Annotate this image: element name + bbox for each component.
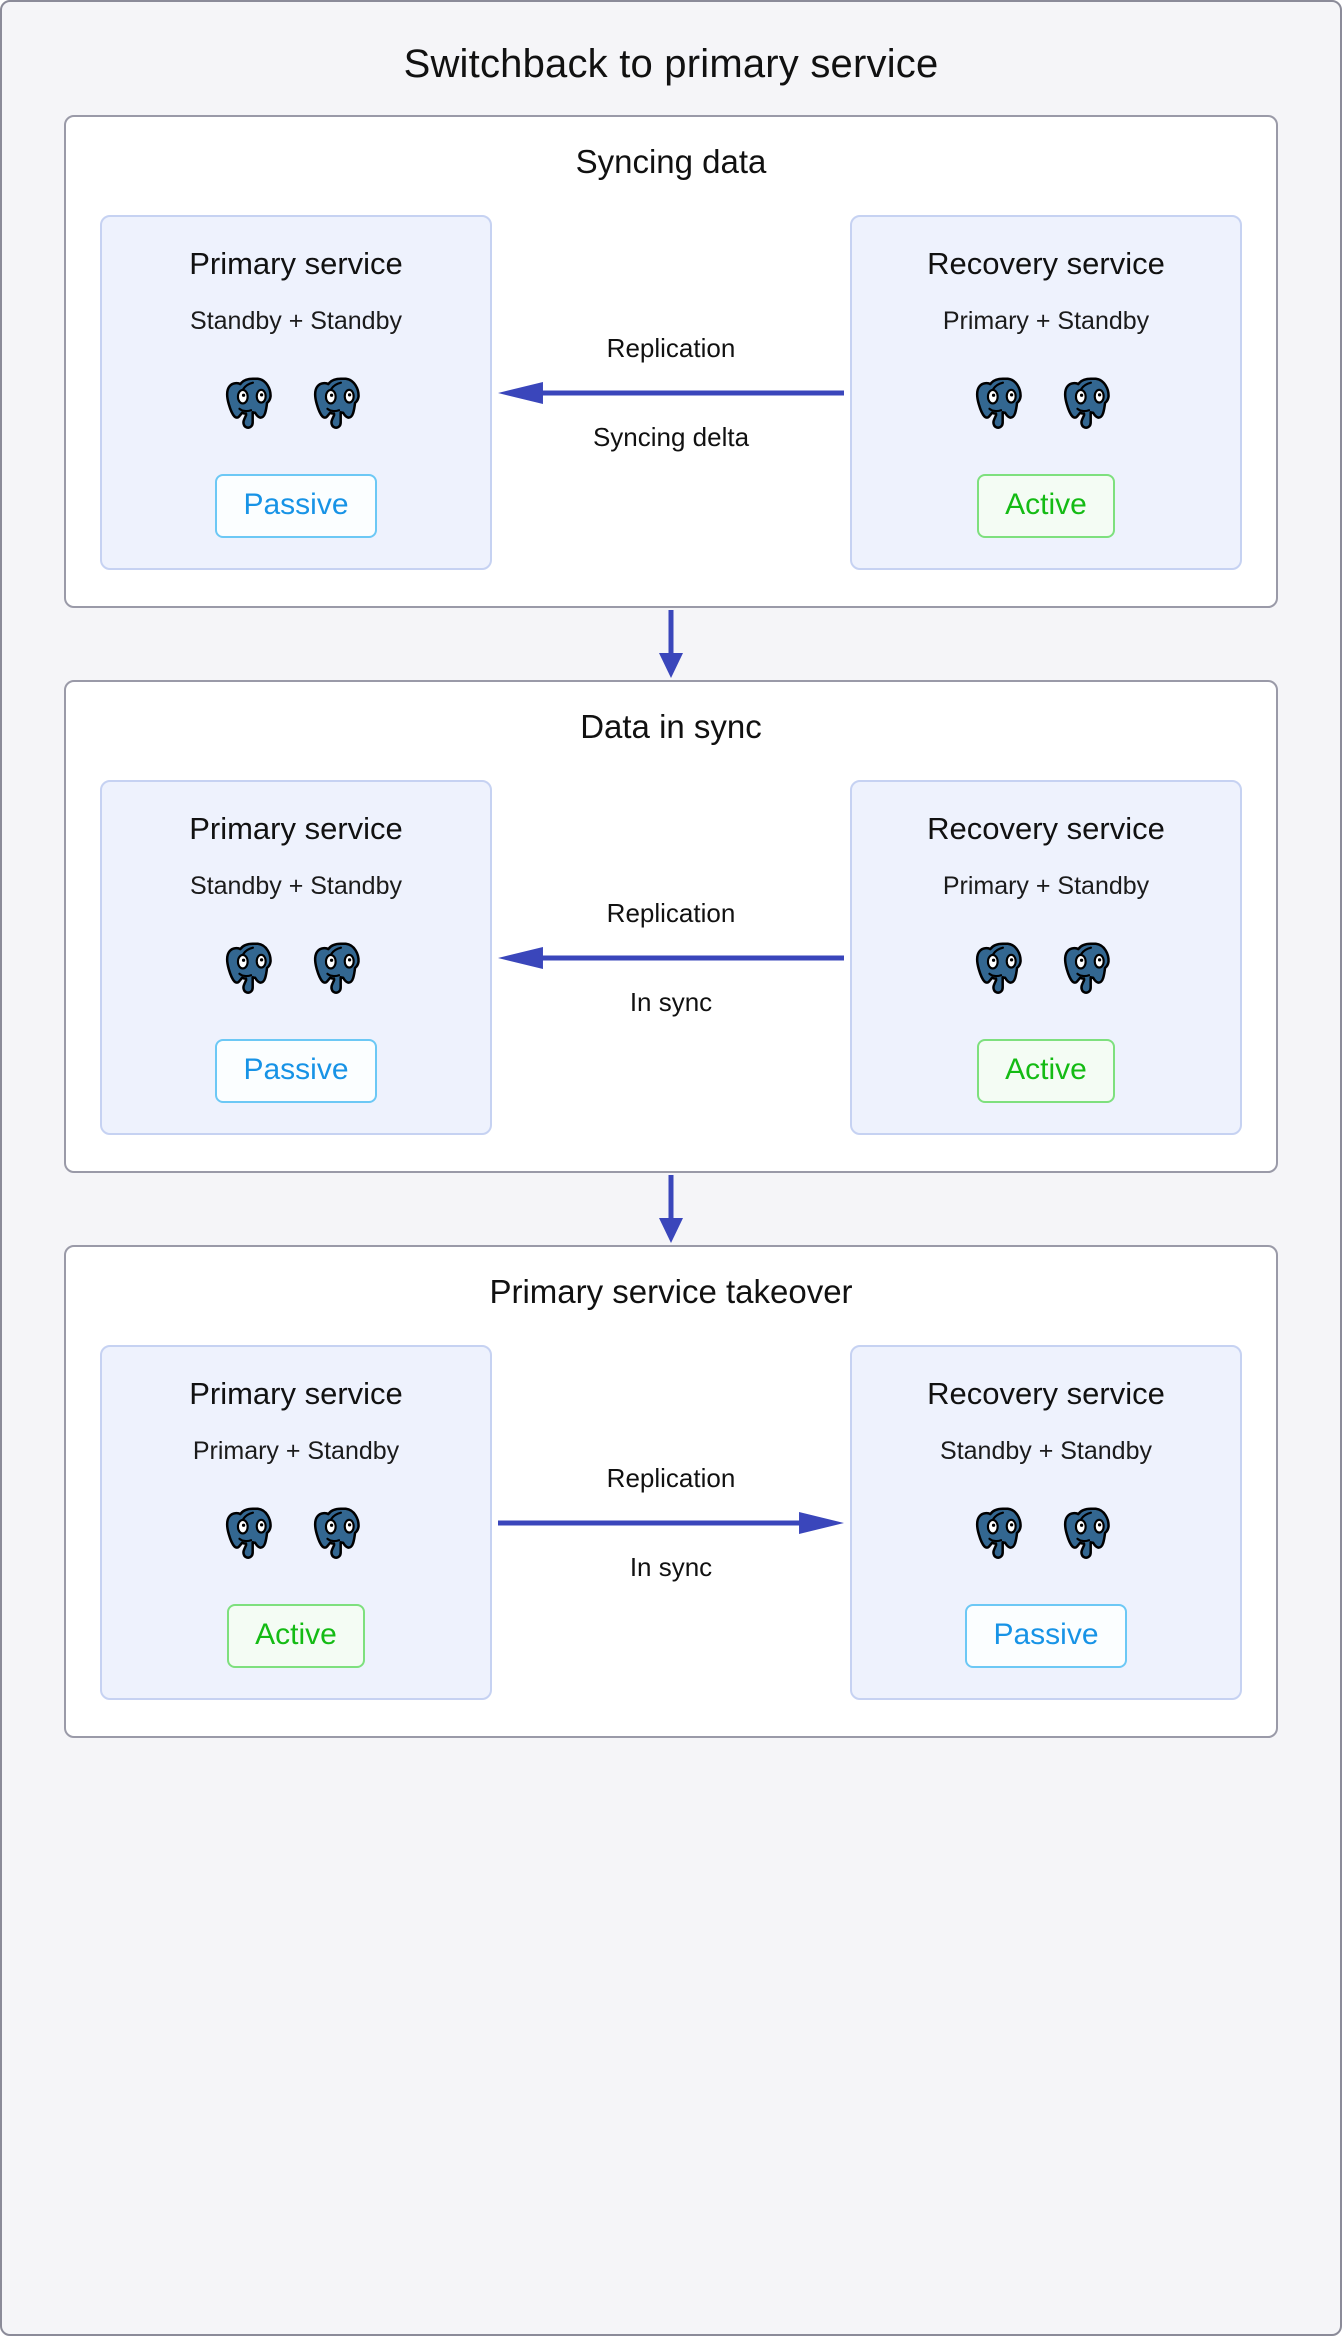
link-label-bottom: Syncing delta [592,421,750,452]
replication-arrow-left-icon [498,381,844,404]
service-box-recovery-3[interactable]: Recovery service Standby + Standby [850,1345,1242,1701]
replication-arrow-right-icon [498,1511,844,1534]
stage-body-3: Primary service Primary + Standby [100,1345,1242,1701]
service-name: Recovery service [927,811,1165,847]
link-label-top: Replication [606,332,736,363]
stage-title-3: Primary service takeover [489,1273,853,1311]
stage-connector-2 [64,1173,1278,1245]
postgres-elephant-icon [975,942,1022,995]
link-label-top: Replication [606,897,736,928]
service-box-recovery-1[interactable]: Recovery service Primary + Standby [850,215,1242,571]
status-badge: Active [977,474,1115,539]
stage-title-2: Data in sync [580,708,762,746]
stage-card-1: Syncing data Primary service Standby + S… [64,115,1278,609]
postgres-elephant-icon [225,377,272,430]
status-badge: Active [977,1039,1115,1104]
stage-connector-1 [64,608,1278,680]
service-name: Primary service [189,811,403,847]
service-roles: Standby + Standby [190,307,402,336]
node-icon-group [971,1502,1121,1564]
postgres-elephant-icon [225,1507,272,1560]
postgres-elephant-icon [313,377,360,430]
service-box-primary-1[interactable]: Primary service Standby + Standby [100,215,492,571]
arrow-down-icon [659,610,683,679]
node-icon-group [971,937,1121,999]
service-roles: Primary + Standby [192,1437,400,1466]
postgres-elephant-icon [1063,942,1110,995]
stage-card-3: Primary service takeover Primary service… [64,1245,1278,1739]
page-title: Switchback to primary service [403,42,939,86]
stage-card-2: Data in sync Primary service Standby + S… [64,680,1278,1174]
link-label-bottom: In sync [629,1551,713,1582]
link-label-bottom: In sync [629,986,713,1017]
stage-title-1: Syncing data [575,143,767,180]
service-box-primary-2[interactable]: Primary service Standby + Standby [100,780,492,1136]
service-box-recovery-2[interactable]: Recovery service Primary + Standby [850,780,1242,1136]
stage-stack: Syncing data Primary service Standby + S… [2,115,1340,1739]
status-badge: Passive [965,1604,1127,1669]
service-roles: Primary + Standby [942,872,1150,901]
service-roles: Standby + Standby [190,872,402,901]
stage-body-2: Primary service Standby + Standby [100,780,1242,1136]
postgres-elephant-icon [975,1507,1022,1560]
postgres-elephant-icon [225,942,272,995]
node-icon-group [221,372,371,434]
replication-link-2: Replication In sync [492,780,850,1135]
replication-arrow-left-icon [498,946,844,969]
postgres-elephant-icon [975,377,1022,430]
postgres-elephant-icon [1063,377,1110,430]
service-roles: Standby + Standby [940,1437,1152,1466]
replication-link-3: Replication In sync [492,1345,850,1700]
service-name: Primary service [189,1376,403,1412]
service-name: Recovery service [927,1376,1165,1412]
link-label-top: Replication [606,1462,736,1493]
service-name: Primary service [189,246,403,281]
status-badge: Active [227,1604,365,1669]
node-icon-group [971,372,1121,434]
postgres-elephant-icon [313,942,360,995]
replication-link-1: Replication Syncing delta [492,215,850,570]
node-icon-group [221,937,371,999]
postgres-elephant-icon [1063,1507,1110,1560]
service-roles: Primary + Standby [942,307,1150,336]
stage-body-1: Primary service Standby + Standby [100,215,1242,571]
service-box-primary-3[interactable]: Primary service Primary + Standby [100,1345,492,1701]
status-badge: Passive [215,474,377,539]
postgres-elephant-icon [313,1507,360,1560]
arrow-down-icon [659,1175,683,1244]
status-badge: Passive [215,1039,377,1104]
service-name: Recovery service [927,246,1165,281]
node-icon-group [221,1502,371,1564]
